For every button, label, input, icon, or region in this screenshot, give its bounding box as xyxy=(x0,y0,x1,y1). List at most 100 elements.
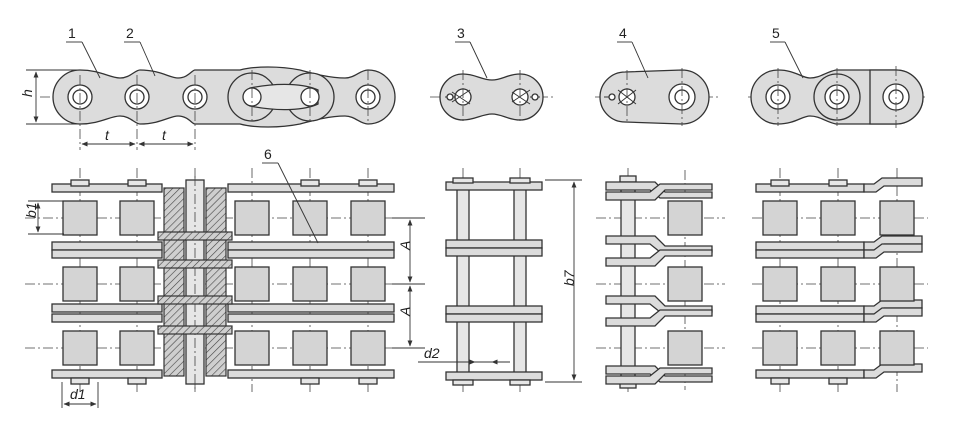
roller xyxy=(762,330,798,366)
roller xyxy=(292,200,328,236)
pin-head xyxy=(70,377,90,385)
section-outer-plate-left xyxy=(163,187,185,377)
section-inner-plate xyxy=(157,325,233,335)
side-view-connecting-link-3: 3 xyxy=(430,25,555,124)
link-plate xyxy=(51,369,163,379)
pin-clip xyxy=(509,177,531,184)
dim-a-label-upper: A xyxy=(397,241,413,251)
roller xyxy=(879,330,915,366)
link-plate xyxy=(755,313,865,323)
section-pin xyxy=(185,179,205,385)
dimension-h: h xyxy=(19,69,80,125)
roller xyxy=(879,266,915,302)
dimension-b7: b7 xyxy=(545,179,582,383)
dim-d2-label: d2 xyxy=(424,345,440,361)
link-plate xyxy=(227,369,395,379)
side-view-offset-link-5: 5 xyxy=(748,25,928,128)
side-view-chain xyxy=(40,66,396,150)
pin-head xyxy=(770,377,790,385)
offset-plate xyxy=(605,367,713,385)
roller xyxy=(667,330,703,366)
roller xyxy=(762,266,798,302)
roller xyxy=(292,330,328,366)
roller xyxy=(762,200,798,236)
pin-head xyxy=(619,175,637,183)
link-plate xyxy=(445,239,543,249)
roller xyxy=(820,266,856,302)
dim-b7-label: b7 xyxy=(561,269,577,286)
link-plate xyxy=(755,249,865,259)
dim-d1-label: d1 xyxy=(70,386,86,402)
link-plate xyxy=(445,247,543,257)
dimension-b1: b1 xyxy=(23,200,64,235)
plan-view-offset-link-4 xyxy=(596,168,725,392)
pin-head xyxy=(127,179,147,187)
offset-plate xyxy=(863,177,923,193)
dimension-a: A A xyxy=(392,217,425,349)
link-plate xyxy=(755,369,865,379)
pin-head xyxy=(70,179,90,187)
callout-3-label: 3 xyxy=(457,25,465,41)
pin-head xyxy=(358,179,378,187)
callout-6: 6 xyxy=(262,146,319,244)
pin-body xyxy=(456,179,470,385)
pin-clip xyxy=(509,379,531,386)
link-plate xyxy=(51,313,163,323)
link-plate xyxy=(51,241,163,251)
roller xyxy=(62,330,98,366)
dim-t-label-left: t xyxy=(105,127,110,143)
callout-6-label: 6 xyxy=(264,146,272,162)
link-plate xyxy=(227,249,395,259)
dimension-d1: d1 xyxy=(61,382,99,408)
pin-head xyxy=(300,377,320,385)
dimension-t: t t xyxy=(81,127,194,147)
roller xyxy=(350,200,386,236)
link-plate xyxy=(445,371,543,381)
dimension-d2: d2 xyxy=(418,345,510,365)
pin-head xyxy=(127,377,147,385)
roller xyxy=(62,200,98,236)
link-plate xyxy=(227,303,395,313)
callout-2: 2 xyxy=(124,25,156,77)
pin-head xyxy=(770,179,790,187)
roller xyxy=(667,266,703,302)
callout-2-label: 2 xyxy=(126,25,134,41)
section-inner-plate xyxy=(157,231,233,241)
roller xyxy=(350,330,386,366)
roller xyxy=(350,266,386,302)
roller xyxy=(234,200,270,236)
roller xyxy=(119,330,155,366)
link-plate xyxy=(227,241,395,251)
plan-view-connecting-link xyxy=(445,168,543,392)
pin-body xyxy=(513,179,527,385)
link-plate xyxy=(445,305,543,315)
dim-t-label-right: t xyxy=(162,127,167,143)
callout-1-label: 1 xyxy=(68,25,76,41)
roller xyxy=(119,266,155,302)
pin-head xyxy=(358,377,378,385)
callout-4-label: 4 xyxy=(619,25,627,41)
callout-5-label: 5 xyxy=(772,25,780,41)
offset-plate xyxy=(863,363,923,379)
roller xyxy=(667,200,703,236)
callout-1: 1 xyxy=(66,25,101,79)
pin-head xyxy=(828,179,848,187)
section-outer-plate-right xyxy=(205,187,227,377)
roller xyxy=(292,266,328,302)
link-plate xyxy=(51,303,163,313)
offset-plate xyxy=(863,307,923,323)
section-inner-plate xyxy=(157,259,233,269)
link-plate xyxy=(51,183,163,193)
link-plate xyxy=(227,313,395,323)
dim-b1-label: b1 xyxy=(23,202,39,218)
link-plate xyxy=(755,305,865,315)
roller xyxy=(820,200,856,236)
side-view-offset-link-4: 4 xyxy=(595,25,720,126)
pin-head xyxy=(828,377,848,385)
plan-view-triplex-chain xyxy=(25,168,400,392)
link-plate xyxy=(445,313,543,323)
offset-plate xyxy=(863,243,923,259)
pin-head xyxy=(300,179,320,187)
roller xyxy=(820,330,856,366)
